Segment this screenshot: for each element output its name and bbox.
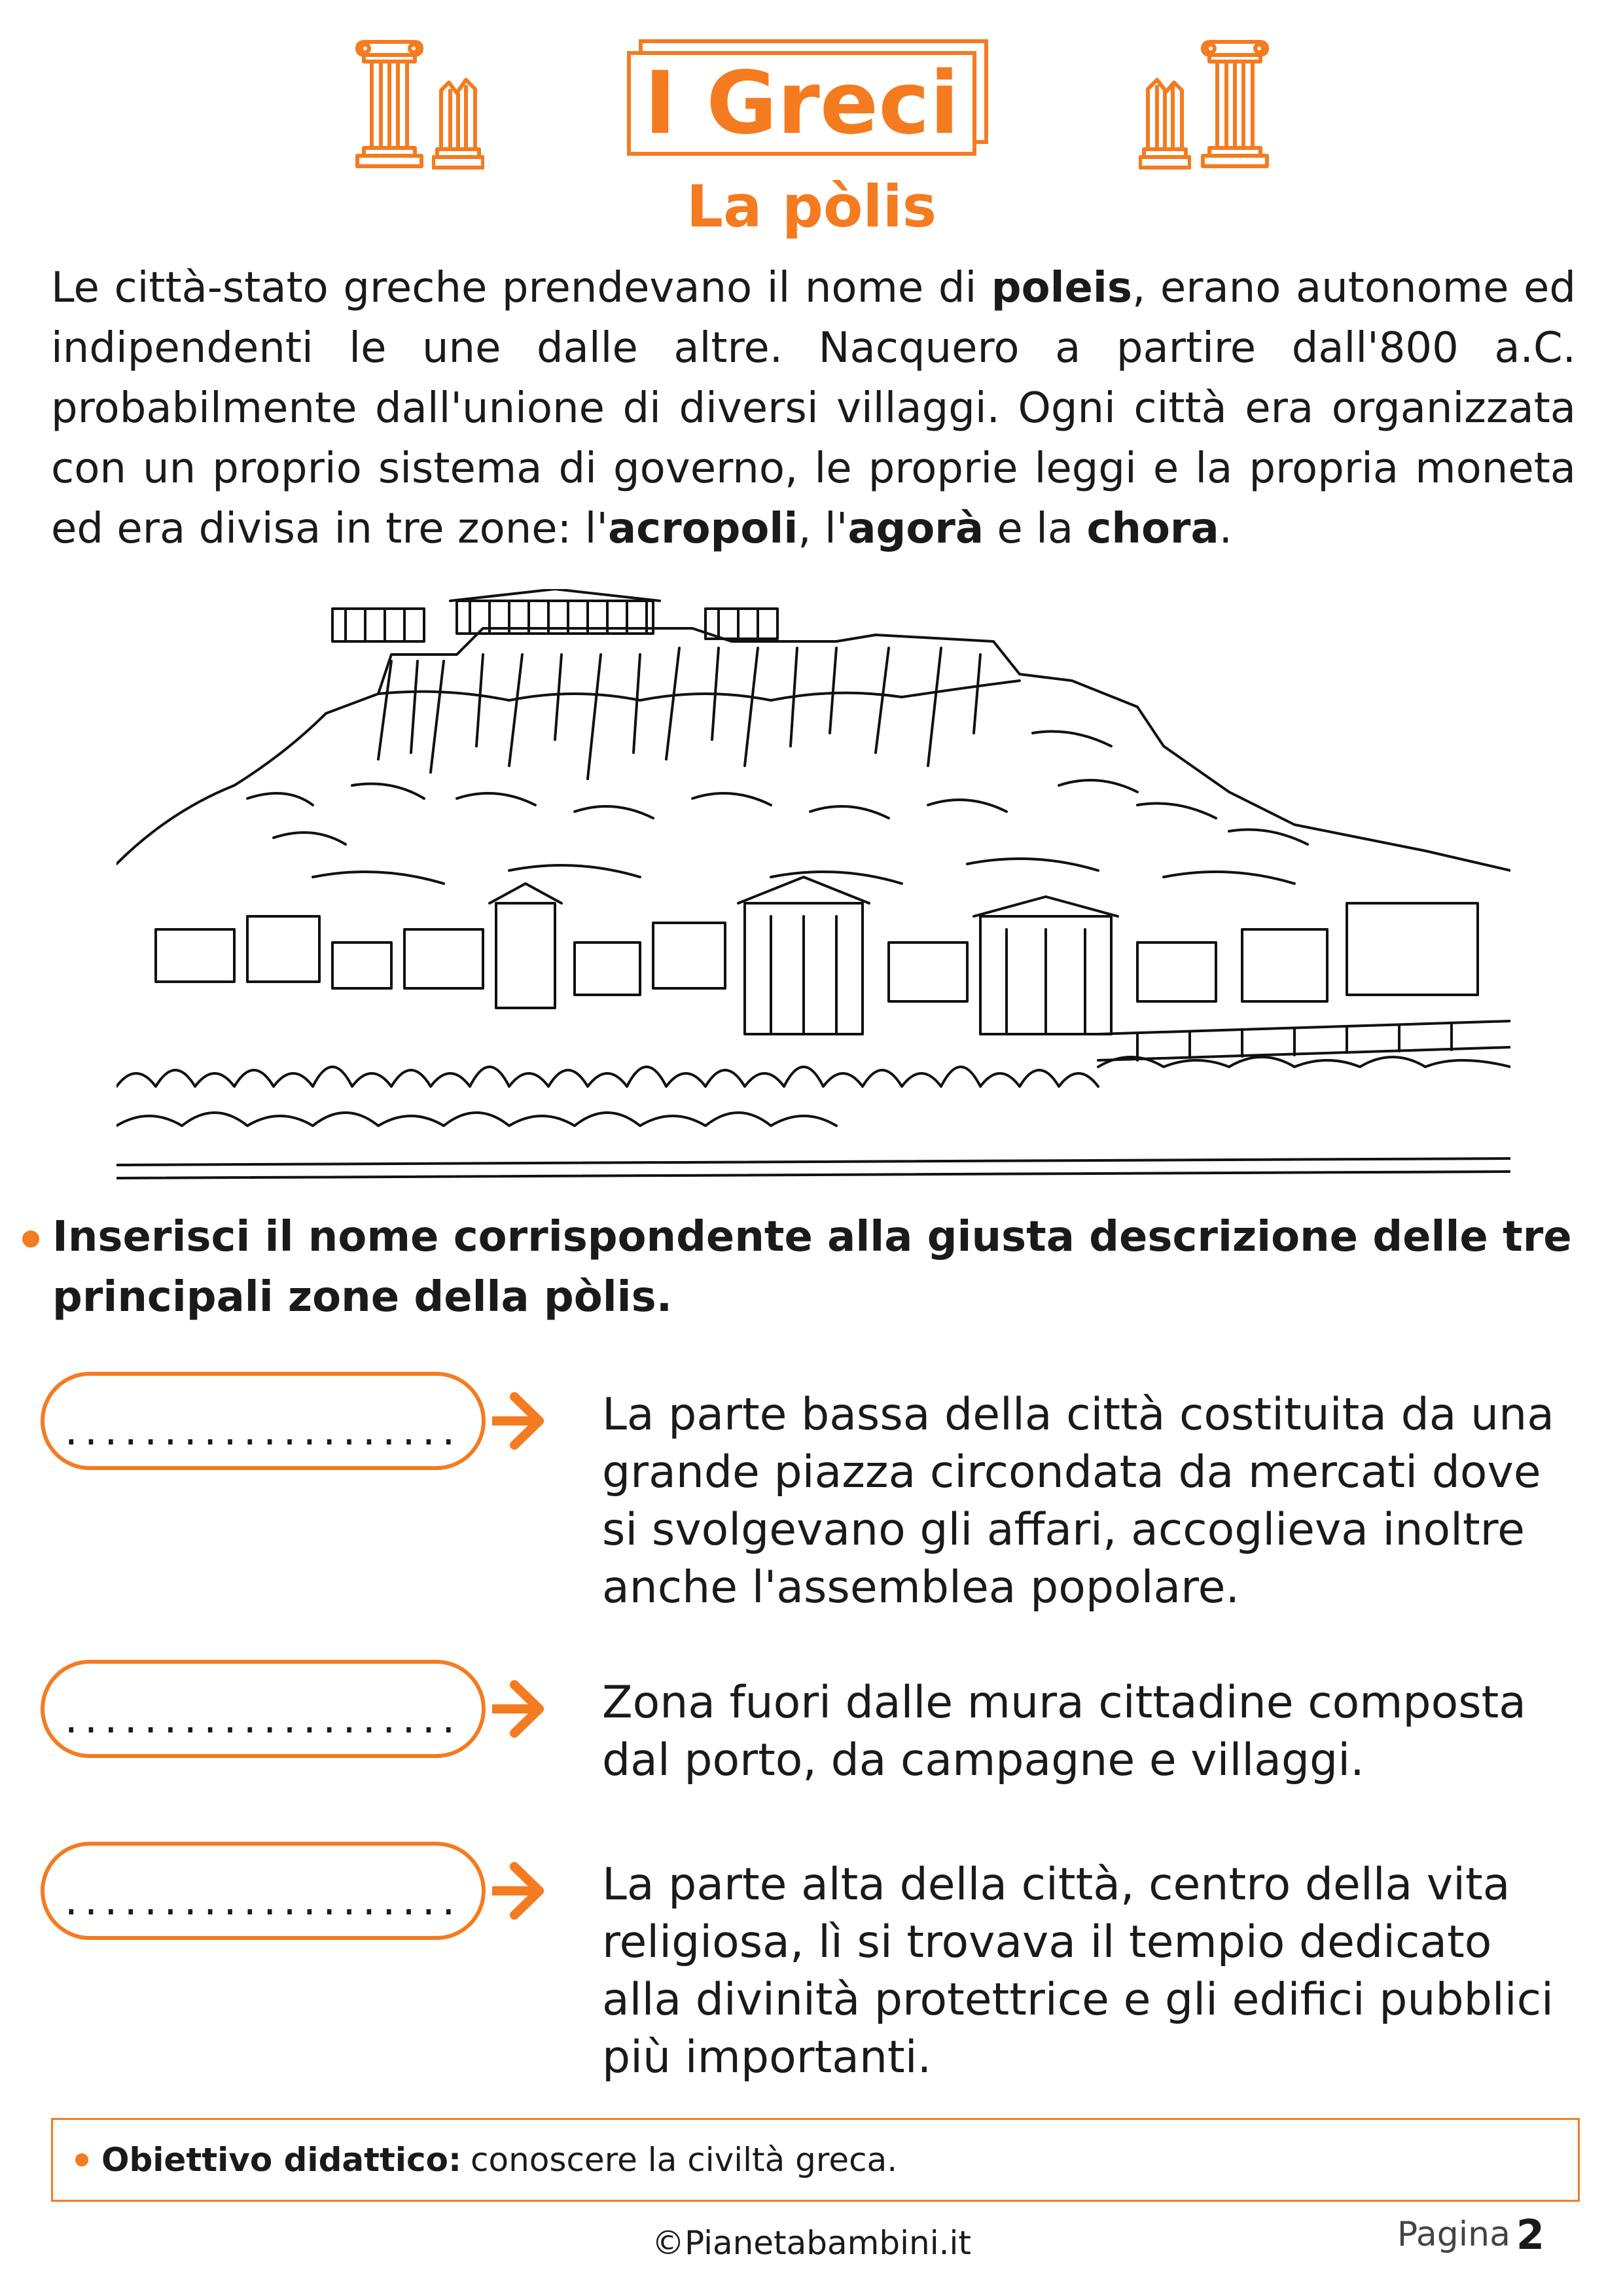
term-acropoli: acropoli: [607, 505, 798, 553]
objective-bullet: [75, 2153, 88, 2166]
greek-column-icon: [355, 40, 423, 168]
arrow-right-icon: [492, 1862, 544, 1920]
title-box-front: I Greci: [627, 51, 976, 156]
greek-column-icon: [1201, 40, 1269, 168]
page-subtitle: La pòlis: [686, 173, 937, 240]
description-1: La parte bassa della città costituita da…: [602, 1389, 1554, 1613]
answer-dots: ....................: [64, 1407, 462, 1455]
broken-column-icon: [432, 78, 484, 170]
intro-paragraph: Le città-stato greche prendevano il nome…: [51, 258, 1576, 559]
term-chora: chora: [1086, 505, 1219, 553]
intro-text: Le città-stato greche prendevano il nome…: [51, 264, 991, 312]
answer-blank-1[interactable]: ....................: [41, 1372, 486, 1470]
term-poleis: poleis: [991, 264, 1132, 312]
intro-text: e la: [984, 505, 1087, 553]
exercise-instruction: Inserisci il nome corrispondente alla gi…: [52, 1213, 1572, 1321]
arrow-right-icon: [492, 1392, 544, 1450]
intro-text: , l': [798, 505, 848, 553]
arrow-right-icon: [492, 1680, 544, 1738]
page-label: Pagina: [1397, 2215, 1510, 2254]
description-2: Zona fuori dalle mura cittadine composta…: [602, 1677, 1526, 1786]
answer-dots: ....................: [64, 1876, 462, 1925]
title-box: I Greci: [627, 39, 992, 157]
page-title: I Greci: [644, 53, 959, 154]
answer-blank-2[interactable]: ....................: [41, 1660, 486, 1758]
term-agora: agorà: [847, 505, 984, 553]
intro-text: , erano autonome ed indipendenti le une …: [51, 264, 1577, 553]
instruction-bullet: [22, 1230, 39, 1247]
intro-text: .: [1219, 505, 1232, 553]
objective-label: Obiettivo didattico:: [101, 2141, 462, 2179]
objective-value: conoscere la civiltà greca.: [471, 2141, 898, 2179]
answer-blank-3[interactable]: ....................: [41, 1842, 486, 1940]
acropolis-illustration: [116, 589, 1510, 1179]
answer-dots: ....................: [64, 1695, 462, 1743]
learning-objective: Obiettivo didattico: conoscere la civilt…: [51, 2118, 1580, 2202]
page-number: 2: [1516, 2211, 1544, 2259]
broken-column-icon: [1139, 78, 1191, 170]
description-3: La parte alta della città, centro della …: [602, 1859, 1554, 2083]
copyright: ©Pianetabambini.it: [652, 2224, 971, 2262]
